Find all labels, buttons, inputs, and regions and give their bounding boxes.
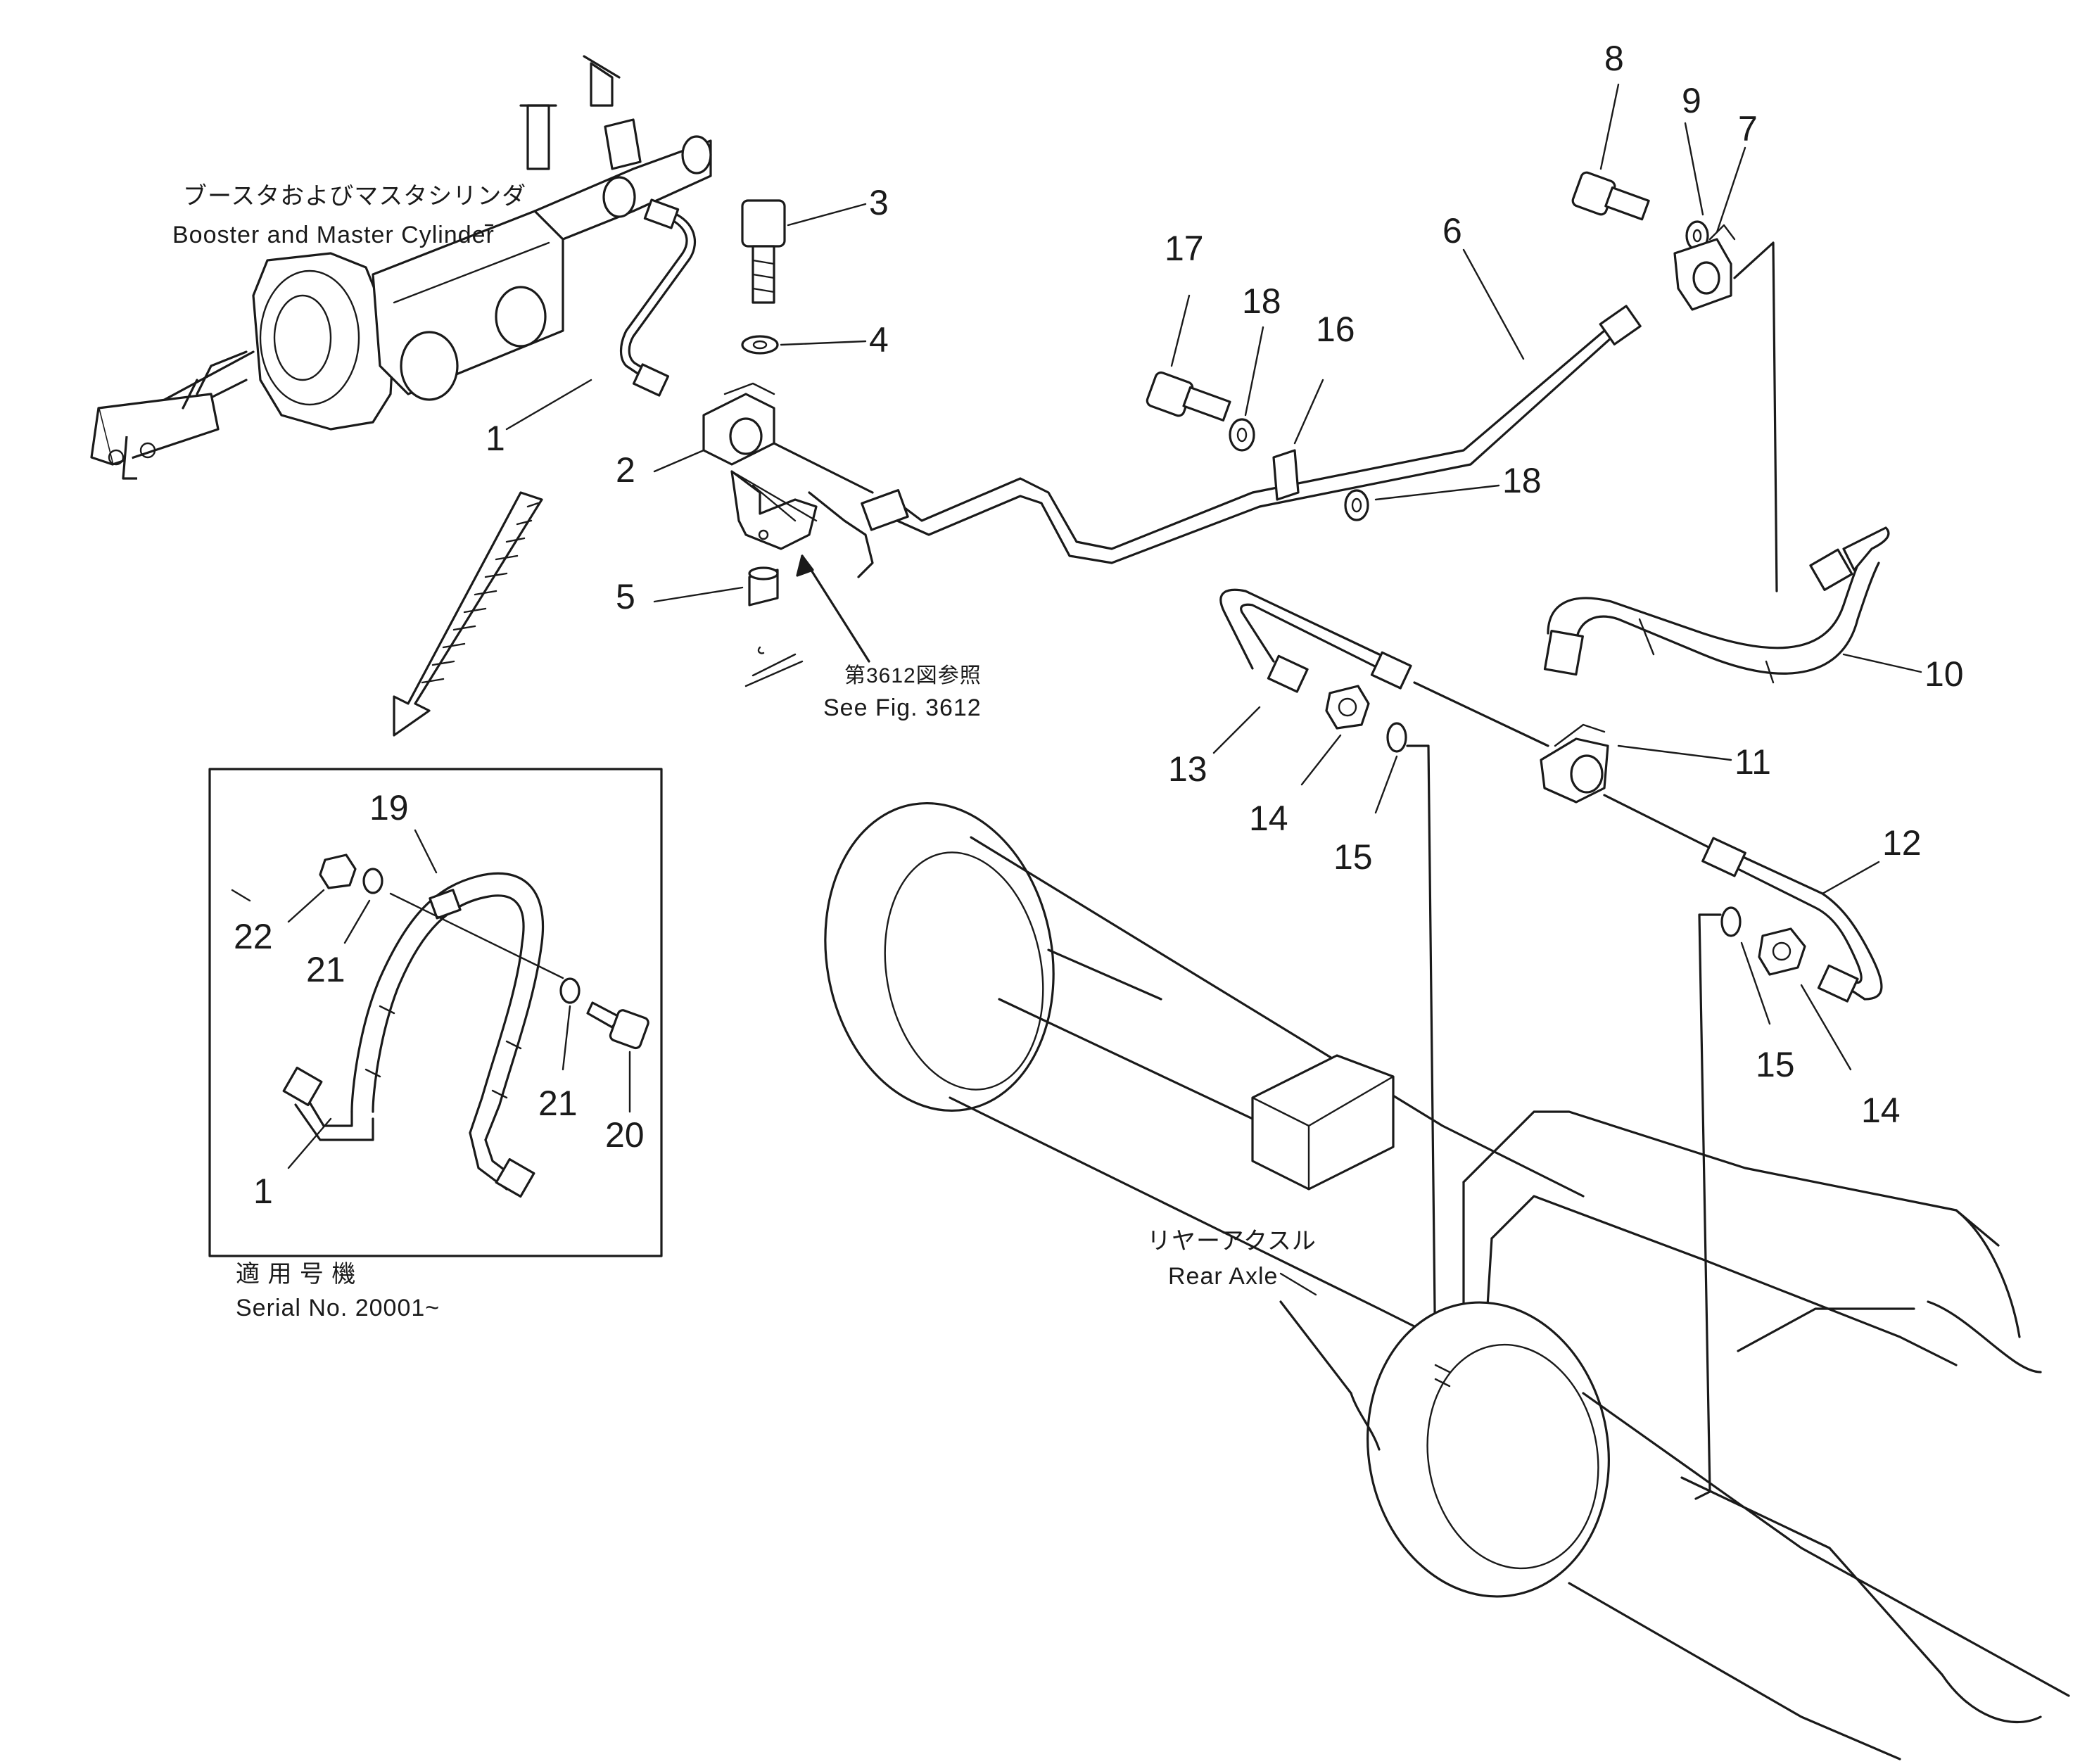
part-17-bolt xyxy=(1146,371,1231,422)
callout-14b: 14 xyxy=(1861,1091,1901,1130)
part-7-banjo-fitting xyxy=(1673,224,1736,311)
callout-15b: 15 xyxy=(1756,1045,1795,1084)
callout-16: 16 xyxy=(1316,310,1355,349)
see-fig-en: See Fig. 3612 xyxy=(823,694,982,721)
callout-6: 6 xyxy=(1442,211,1462,250)
callout-17: 17 xyxy=(1165,229,1204,268)
callout-20: 20 xyxy=(605,1115,645,1155)
part-2-junction-block xyxy=(702,382,775,466)
direction-arrow xyxy=(393,491,543,737)
inset-part-22-nut xyxy=(319,854,357,889)
inset-part-21-washer-b xyxy=(559,977,581,1004)
part-8-bolt xyxy=(1571,171,1650,221)
callout-22: 22 xyxy=(234,917,273,956)
callout-8: 8 xyxy=(1604,39,1624,78)
part-5-spacer xyxy=(748,566,779,607)
callout-18b: 18 xyxy=(1502,461,1542,500)
part-18-washer-lower xyxy=(1344,489,1369,521)
part-15-oring-right xyxy=(1720,906,1742,937)
part-18-washer-upper xyxy=(1229,418,1255,452)
callout-21a: 21 xyxy=(306,950,345,989)
callout-13: 13 xyxy=(1168,749,1207,789)
callout-7: 7 xyxy=(1738,109,1758,148)
part-13-brake-tube xyxy=(1219,588,1412,693)
part-3-bolt xyxy=(741,199,786,304)
callout-19: 19 xyxy=(369,788,409,827)
booster-label-en: Booster and Master Cylinder xyxy=(172,222,495,248)
see-fig-jp: 第3612図参照 xyxy=(844,664,982,687)
part-9-washer xyxy=(1685,220,1709,251)
rear-axle xyxy=(824,801,2070,1760)
part-14-nut-right xyxy=(1758,927,1806,976)
part-6-brake-tube xyxy=(773,305,1642,564)
callout-1: 1 xyxy=(486,419,505,458)
callout-11: 11 xyxy=(1735,742,1771,782)
part-15-oring-left xyxy=(1386,722,1407,753)
inset-hose-assembly xyxy=(282,872,544,1198)
part-14-nut-left xyxy=(1325,685,1370,730)
callout-4: 4 xyxy=(869,320,889,360)
callout-9: 9 xyxy=(1682,81,1701,120)
inset-part-20-bolt xyxy=(586,1001,649,1050)
callout-21b: 21 xyxy=(538,1084,578,1123)
booster-label-jp: ブースタおよびマスタシリンダ xyxy=(183,183,526,210)
bracket xyxy=(730,470,874,578)
part-4-washer xyxy=(741,335,779,355)
inset-part-21-washer-a xyxy=(362,868,383,894)
serial-label: Serial No. 20001~ xyxy=(236,1295,440,1321)
callout-5: 5 xyxy=(616,577,635,616)
callout-2: 2 xyxy=(616,450,635,490)
callout-3: 3 xyxy=(869,183,889,222)
callout-15a: 15 xyxy=(1333,837,1373,877)
callout-14a: 14 xyxy=(1249,799,1288,838)
callout-1-inset: 1 xyxy=(253,1172,273,1211)
part-10-brake-hose xyxy=(1543,526,1890,684)
callout-10: 10 xyxy=(1924,654,1964,694)
callout-12: 12 xyxy=(1882,823,1922,863)
part-11-tee-fitting xyxy=(1540,723,1609,804)
applicable-label-jp: 適 用 号 機 xyxy=(236,1261,356,1288)
rear-axle-label-en: Rear Axle xyxy=(1168,1263,1278,1290)
booster-master-cylinder xyxy=(90,55,712,480)
inset-frame xyxy=(208,768,663,1257)
callout-18a: 18 xyxy=(1242,281,1281,321)
part-12-brake-tube xyxy=(1603,794,1883,1003)
part-1-brake-tube xyxy=(619,198,697,397)
rear-axle-label-jp: リヤーアクスル xyxy=(1147,1228,1317,1255)
